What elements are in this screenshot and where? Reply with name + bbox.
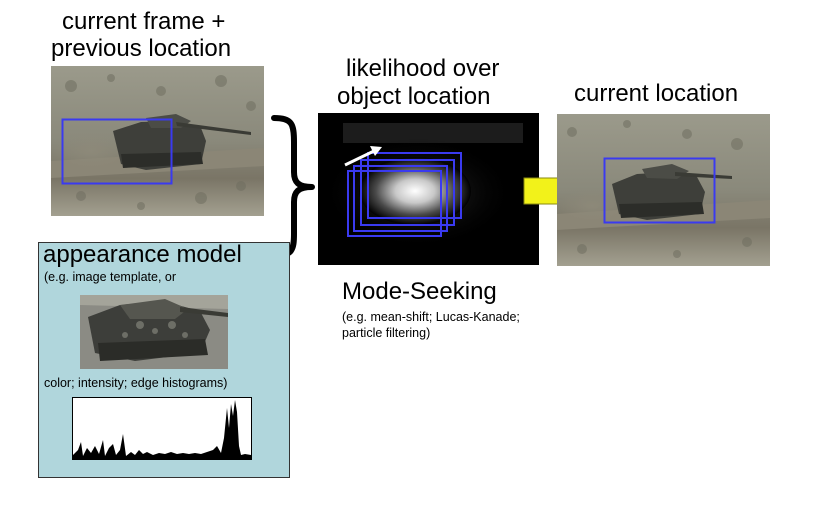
label-previous-location: previous location <box>51 35 232 62</box>
label-mode-seeking: Mode-Seeking <box>342 278 497 305</box>
label-current-frame: current frame + <box>62 8 226 35</box>
appearance-model-panel: appearance model (e.g. image template, o… <box>38 241 290 478</box>
label-appearance-example-1: (e.g. image template, or <box>44 270 177 284</box>
label-appearance-model: appearance model <box>43 241 242 268</box>
label-current-location: current location <box>574 80 739 107</box>
label-appearance-example-2: color; intensity; edge histograms) <box>44 376 228 390</box>
current-frame-image <box>51 66 264 216</box>
candidate-boxes <box>347 152 462 237</box>
likelihood-map <box>318 113 539 265</box>
current-location-box <box>603 157 716 224</box>
label-object-location: object location <box>337 83 491 110</box>
label-mode-seeking-detail-1: (e.g. mean-shift; Lucas-Kanade; <box>342 310 520 324</box>
brace-icon <box>271 115 315 259</box>
tank-shape <box>612 164 732 220</box>
image-template <box>80 295 228 369</box>
label-likelihood-over: likelihood over <box>346 55 500 82</box>
previous-location-box <box>61 118 173 185</box>
current-location-image <box>557 114 770 266</box>
edge-histogram <box>72 397 252 460</box>
search-direction-arrow-icon <box>344 146 382 167</box>
label-mode-seeking-detail-2: particle filtering) <box>342 326 431 340</box>
tank-shape <box>113 114 251 170</box>
